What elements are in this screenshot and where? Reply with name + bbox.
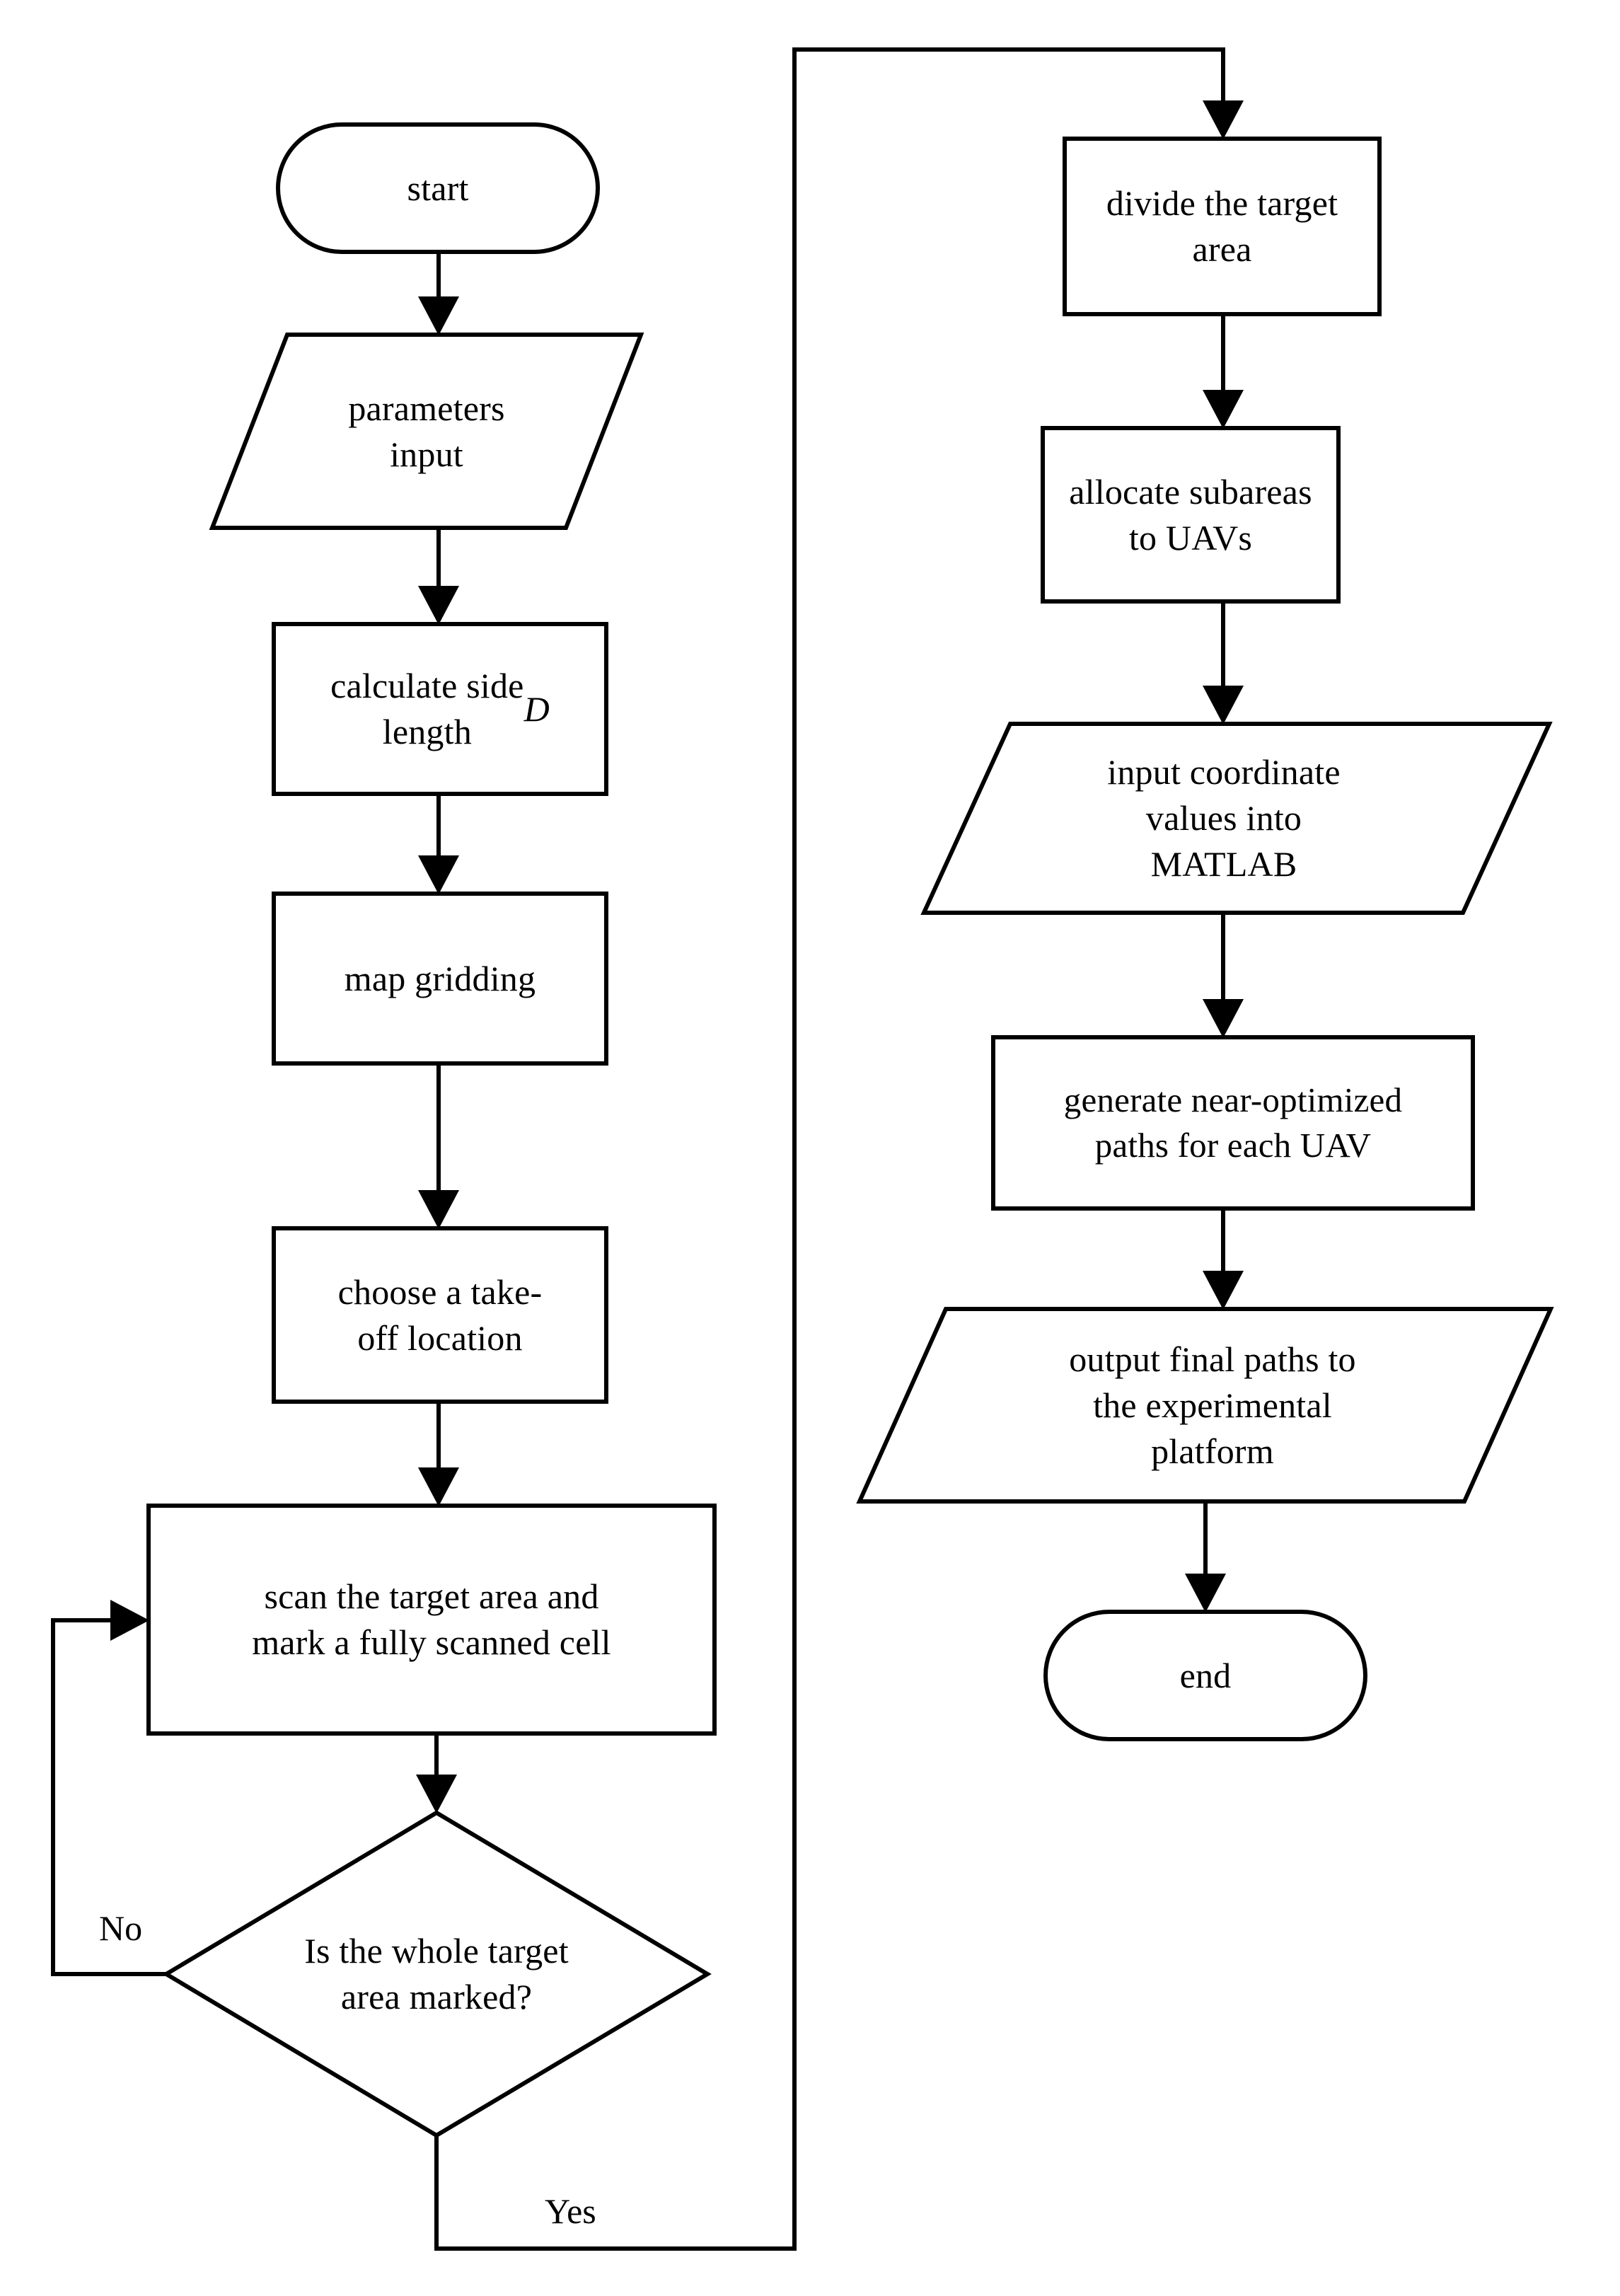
node-end-shape[interactable]	[1043, 1610, 1367, 1741]
arrowhead-start-to-parameters	[418, 296, 459, 335]
edge-label-no: No	[99, 1908, 143, 1948]
arrowhead-generate-to-output	[1203, 1271, 1244, 1310]
node-start-shape[interactable]	[276, 122, 600, 254]
arrowhead-no-loop-into-scan	[110, 1600, 149, 1641]
node-scan-target-area-shape[interactable]	[146, 1504, 717, 1736]
node-generate-paths-shape[interactable]	[991, 1035, 1475, 1211]
node-input-coordinates-shape[interactable]	[920, 722, 1553, 915]
arrowhead-input-coordinates-to-generate	[1203, 999, 1244, 1038]
arrowhead-scan-to-decision	[416, 1775, 457, 1813]
arrowhead-gridding-to-takeoff	[418, 1190, 459, 1229]
arrowhead-divide-to-allocate	[1203, 390, 1244, 429]
arrowhead-takeoff-to-scan	[418, 1467, 459, 1506]
arrowhead-output-to-end	[1185, 1574, 1226, 1613]
edge-decision-yes-to-divide	[434, 47, 1225, 2251]
node-map-gridding-shape[interactable]	[272, 892, 608, 1066]
node-calculate-side-length-shape[interactable]	[272, 622, 608, 796]
arrowhead-allocate-to-input-coordinates	[1203, 686, 1244, 725]
node-choose-takeoff-shape[interactable]	[272, 1226, 608, 1404]
node-allocate-subareas-shape[interactable]	[1041, 426, 1341, 604]
arrowhead-calculate-to-gridding	[418, 855, 459, 894]
node-divide-target-area-shape[interactable]	[1063, 137, 1382, 316]
edge-label-yes: Yes	[545, 2191, 596, 2231]
edge-decision-no-loop	[51, 1618, 166, 1976]
node-parameters-input-shape[interactable]	[209, 333, 644, 530]
node-decision-marked-shape[interactable]	[162, 1810, 712, 2138]
arrowhead-yes-into-divide	[1203, 100, 1244, 139]
arrowhead-parameters-to-calculate	[418, 586, 459, 625]
node-output-paths-shape[interactable]	[856, 1307, 1554, 1504]
